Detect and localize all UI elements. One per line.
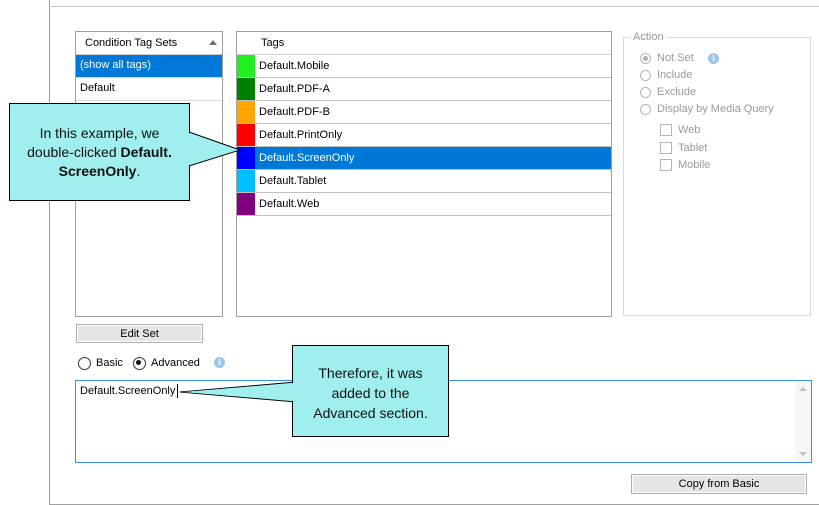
tag-row-default-tablet[interactable]: Default.Tablet xyxy=(237,170,611,193)
tag-color-swatch xyxy=(237,78,255,100)
tag-label: Default.PDF-B xyxy=(259,106,330,118)
callout-example-line3-post: . xyxy=(136,163,141,179)
callout-therefore-line2: added to the xyxy=(331,385,410,401)
radio-include-label: Include xyxy=(657,69,693,81)
tag-row-default-screenonly[interactable]: Default.ScreenOnly xyxy=(237,147,611,170)
tag-set-item-default[interactable]: Default xyxy=(76,78,222,101)
callout-therefore: Therefore, it was added to the Advanced … xyxy=(292,345,449,437)
radio-not-set-label: Not Set xyxy=(657,52,694,64)
tag-color-swatch xyxy=(237,55,255,77)
tag-row-default-printonly[interactable]: Default.PrintOnly xyxy=(237,124,611,147)
radio-basic-label: Basic xyxy=(96,357,123,369)
text-cursor xyxy=(177,384,178,398)
tags-header[interactable]: Tags xyxy=(237,32,611,55)
tag-row-default-web[interactable]: Default.Web xyxy=(237,193,611,216)
edit-set-button[interactable]: Edit Set xyxy=(76,324,203,343)
callout-therefore-line3: Advanced section. xyxy=(313,405,428,421)
tag-color-swatch xyxy=(237,101,255,123)
edit-set-button-face: Edit Set xyxy=(77,325,202,342)
checkbox-tablet-label: Tablet xyxy=(678,142,708,154)
radio-include[interactable] xyxy=(640,70,651,81)
callout-example-line3: ScreenOnly. xyxy=(10,162,189,181)
condition-tag-sets-header[interactable]: Condition Tag Sets xyxy=(76,32,222,55)
checkbox-mobile-label: Mobile xyxy=(678,159,711,171)
radio-display-by-media-query[interactable] xyxy=(640,104,651,115)
tags-header-label: Tags xyxy=(261,37,285,49)
dialog-top-divider xyxy=(49,6,819,7)
tag-set-item-show-all[interactable]: (show all tags) xyxy=(76,55,222,78)
copy-from-basic-label: Copy from Basic xyxy=(678,478,760,490)
checkbox-mobile[interactable] xyxy=(660,159,672,171)
advanced-info-icon: i xyxy=(214,357,225,368)
callout-example: In this example, we double-clicked Defau… xyxy=(9,103,190,201)
radio-display-by-media-query-label: Display by Media Query xyxy=(657,103,774,115)
tag-row-default-pdf-a[interactable]: Default.PDF-A xyxy=(237,78,611,101)
tag-color-swatch xyxy=(237,147,255,169)
tag-row-default-pdf-b[interactable]: Default.PDF-B xyxy=(237,101,611,124)
tag-label: Default.ScreenOnly xyxy=(259,152,355,164)
expression-text: Default.ScreenOnly xyxy=(80,385,176,397)
tag-label: Default.PrintOnly xyxy=(259,129,343,141)
radio-advanced-label: Advanced xyxy=(151,357,200,369)
callout-pointer-1-cover xyxy=(189,133,238,165)
edit-set-button-label: Edit Set xyxy=(120,328,159,340)
callout-example-line2-bold: Default. xyxy=(120,144,172,160)
condition-tag-sets-header-label: Condition Tag Sets xyxy=(85,37,178,49)
callout-example-line2: double-clicked Default. xyxy=(10,143,189,162)
scroll-down-icon[interactable] xyxy=(799,452,807,456)
vertical-scrollbar[interactable] xyxy=(795,381,811,462)
callout-pointer-2-fill xyxy=(183,383,294,401)
checkbox-tablet[interactable] xyxy=(660,142,672,154)
callout-therefore-line1: Therefore, it was xyxy=(318,365,423,381)
tag-label: Default.Tablet xyxy=(259,175,327,187)
callout-example-line2-pre: double-clicked xyxy=(27,144,121,160)
action-legend: Action xyxy=(630,30,667,44)
radio-exclude-label: Exclude xyxy=(657,86,697,98)
checkbox-web[interactable] xyxy=(660,124,672,136)
info-icon: i xyxy=(708,53,719,64)
callout-example-line3-bold: ScreenOnly xyxy=(58,163,137,179)
scroll-up-icon[interactable] xyxy=(799,387,807,391)
radio-not-set[interactable] xyxy=(640,53,651,64)
radio-exclude[interactable] xyxy=(640,87,651,98)
action-group xyxy=(623,37,811,316)
tag-label: Default.Web xyxy=(259,198,320,210)
tag-color-swatch xyxy=(237,193,255,215)
tag-color-swatch xyxy=(237,170,255,192)
tag-label: Default.Mobile xyxy=(259,60,330,72)
tag-color-swatch xyxy=(237,124,255,146)
checkbox-web-label: Web xyxy=(678,124,701,136)
callout-pointer-1-fill xyxy=(189,133,238,165)
tag-label: Default.PDF-A xyxy=(259,83,330,95)
radio-basic[interactable] xyxy=(78,357,91,370)
radio-advanced[interactable] xyxy=(133,357,146,370)
tag-row-default-mobile[interactable]: Default.Mobile xyxy=(237,55,611,78)
callout-pointer-2-cover xyxy=(183,383,294,401)
sort-ascending-icon xyxy=(209,40,217,45)
callout-example-line1: In this example, we xyxy=(39,125,160,141)
copy-from-basic-button[interactable]: Copy from Basic xyxy=(631,474,807,494)
copy-from-basic-button-face: Copy from Basic xyxy=(632,475,806,493)
